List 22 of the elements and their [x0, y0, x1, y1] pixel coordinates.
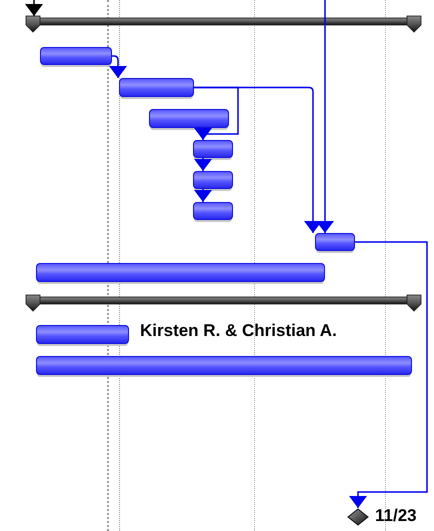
task-bar	[36, 263, 325, 282]
milestone-diamond	[347, 508, 369, 526]
date-label: 11/23	[375, 506, 417, 526]
task-bar	[36, 325, 129, 344]
dependency-arrow	[194, 189, 212, 202]
dependency-arrow	[25, 0, 43, 16]
task-bar	[193, 202, 233, 220]
task-bar	[315, 233, 355, 251]
dependency-arrow	[349, 241, 428, 508]
task-bar	[193, 140, 233, 158]
summary-bar	[26, 293, 421, 313]
dependency-arrow	[194, 158, 212, 171]
dependency-arrow	[194, 86, 239, 140]
task-bar	[36, 356, 412, 375]
dependency-arrow	[109, 55, 127, 78]
dependency-arrow	[316, 0, 334, 233]
resource-label: Kirsten R. & Christian A.	[140, 321, 337, 341]
task-bar	[149, 109, 229, 128]
task-bar	[40, 47, 112, 65]
summary-bar	[26, 14, 421, 34]
task-bar	[193, 171, 233, 189]
task-bar	[119, 78, 194, 97]
